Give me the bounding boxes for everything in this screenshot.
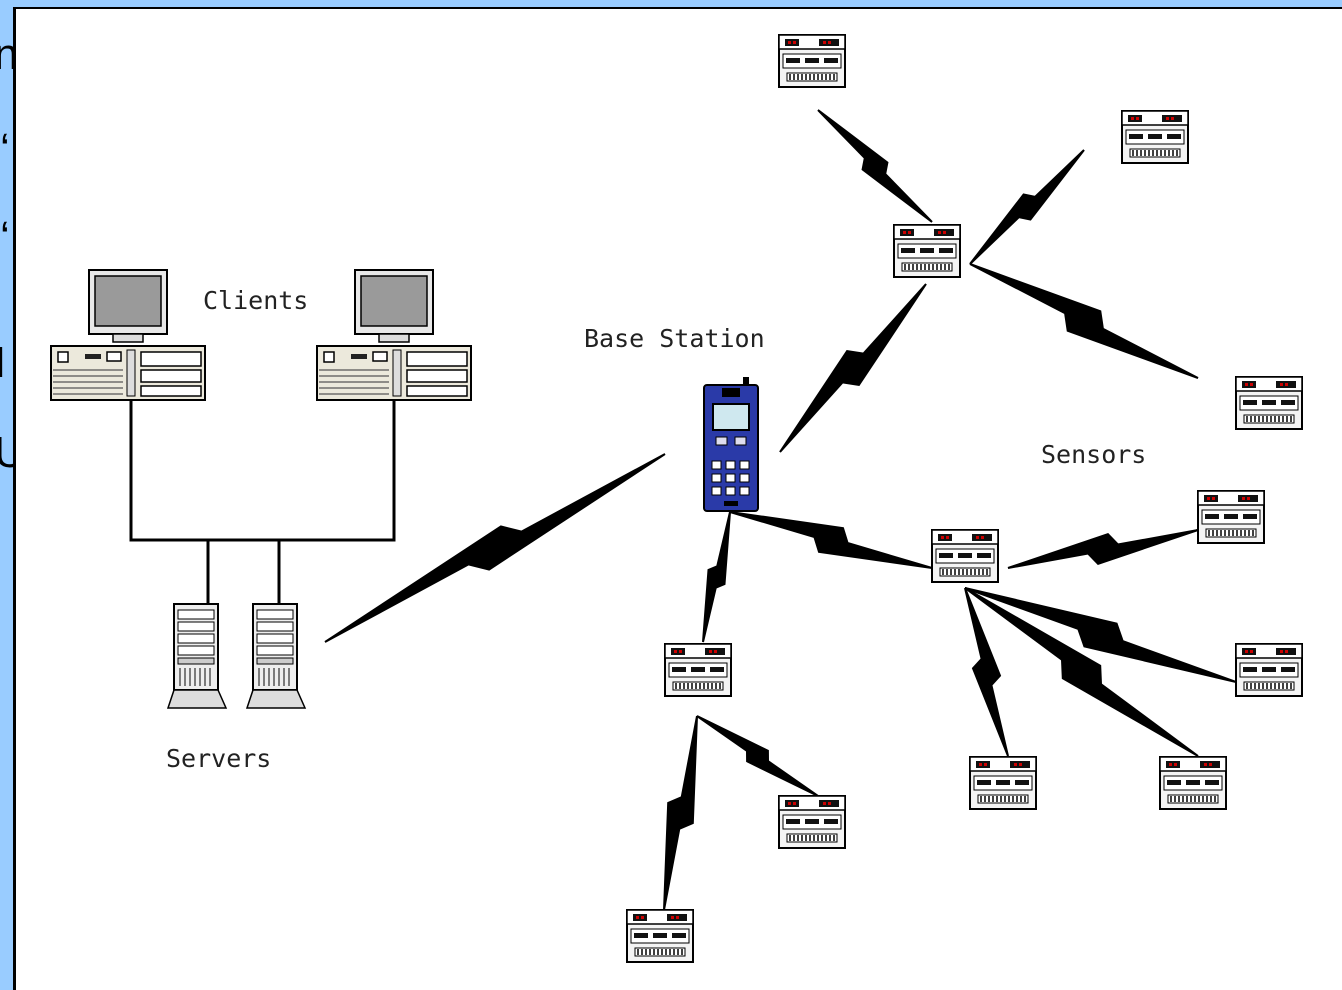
sensor-node-icon [778,34,846,88]
clipped-text-fragment: U [0,428,13,478]
lightning-bolt-link [779,283,927,453]
wired-connection [129,400,396,606]
sensor-node-icon [1159,756,1227,810]
lightning-bolt-link [702,511,731,643]
sensor-node-icon [1121,110,1189,164]
sensor-node-icon [778,795,846,849]
lightning-bolt-link [696,715,819,797]
lightning-bolt-link [969,263,1199,379]
sensor-node-icon [969,756,1037,810]
lightning-bolt-link [663,715,698,911]
lightning-bolt-link [817,109,933,223]
lightning-bolt-link [1007,529,1199,569]
client-computer-icon [316,269,472,401]
sensor-node-icon [626,909,694,963]
server-icon [246,603,306,709]
lightning-bolt-link [729,511,933,569]
sensor-node-icon [893,224,961,278]
clipped-text-fragment: n [0,30,13,79]
sensor-node-icon [931,529,999,583]
lightning-bolt-link [324,453,666,643]
clients-label: Clients [203,286,308,315]
sensor-node-icon [1197,490,1265,544]
sensor-node-icon [1235,643,1303,697]
sensor-node-icon [1235,376,1303,430]
server-icon [167,603,227,709]
clipped-text-fragment: “ [0,213,9,263]
servers-label: Servers [166,744,271,773]
client-computer-icon [50,269,206,401]
clipped-slide-text: n “ “ I U [0,0,13,990]
clipped-text-fragment: I [0,338,7,387]
clipped-text-fragment: “ [0,125,9,175]
base-station-icon [703,377,759,512]
wireless-links [324,109,1237,911]
lightning-bolt-link [969,149,1085,265]
base-station-label: Base Station [584,324,765,353]
sensor-node-icon [664,643,732,697]
sensors-label: Sensors [1041,440,1146,469]
